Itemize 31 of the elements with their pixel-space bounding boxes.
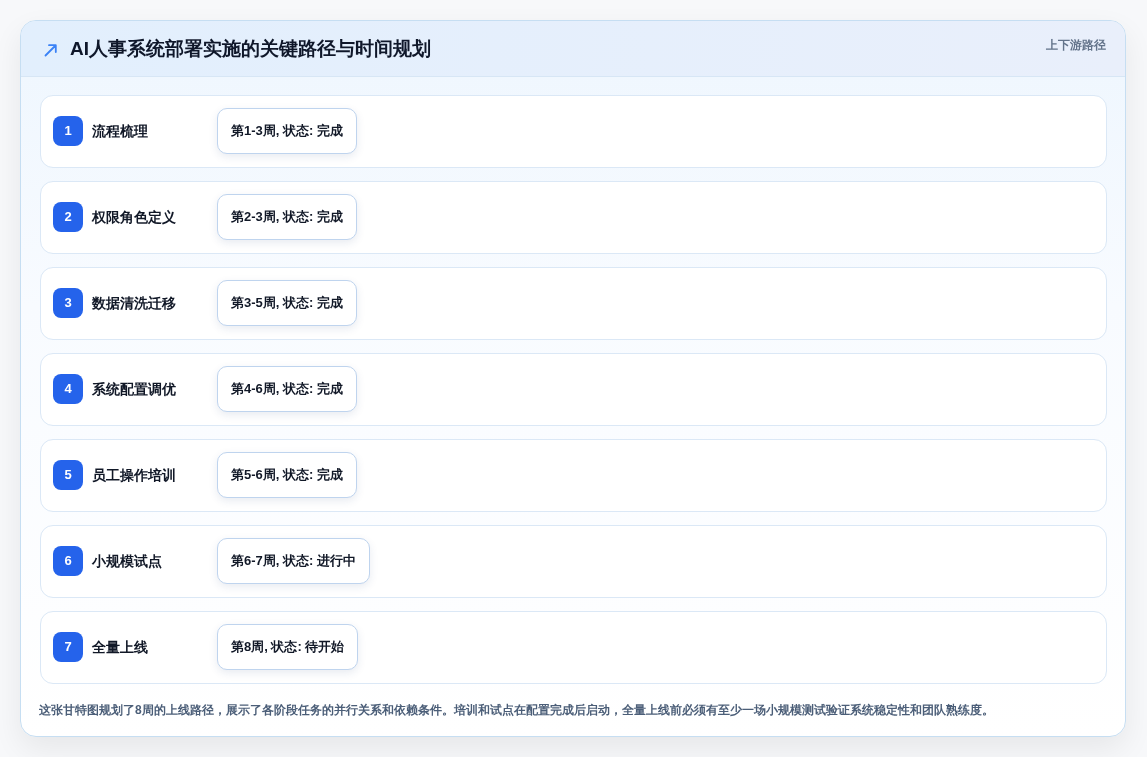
- step-name: 系统配置调优: [92, 380, 176, 399]
- step-name: 全量上线: [92, 638, 148, 657]
- number-badge: 7: [53, 632, 83, 662]
- step-row: [40, 525, 1107, 598]
- schedule-tag: 第4-6周, 状态: 完成: [217, 366, 357, 412]
- schedule-tag: 第6-7周, 状态: 进行中: [217, 538, 370, 584]
- number-badge: 2: [53, 202, 83, 232]
- number-badge: 6: [53, 546, 83, 576]
- schedule-tag: 第2-3周, 状态: 完成: [217, 194, 357, 240]
- schedule-tag: 第3-5周, 状态: 完成: [217, 280, 357, 326]
- step-row: [40, 353, 1107, 426]
- step-name: 小规模试点: [92, 552, 162, 571]
- number-badge: 5: [53, 460, 83, 490]
- schedule-tag: 第1-3周, 状态: 完成: [217, 108, 357, 154]
- step-row: [40, 181, 1107, 254]
- header-note: 上下游路径: [1046, 37, 1106, 54]
- step-row: [40, 611, 1107, 684]
- schedule-tag: 第5-6周, 状态: 完成: [217, 452, 357, 498]
- step-row: [40, 267, 1107, 340]
- number-badge: 3: [53, 288, 83, 318]
- title: AI人事系统部署实施的关键路径与时间规划: [70, 37, 431, 61]
- schedule-tag: 第8周, 状态: 待开始: [217, 624, 359, 670]
- caption: 这张甘特图规划了8周的上线路径，展示了各阶段任务的并行关系和依赖条件。培训和试点在配置完成后启动，全量上线前必须有至少一场小规模测试验证系统稳定性和团队熟练度。: [39, 702, 995, 719]
- step-row: [40, 95, 1107, 168]
- step-name: 权限角色定义: [92, 208, 176, 227]
- step-name: 数据清洗迁移: [92, 294, 176, 313]
- step-row: [40, 439, 1107, 512]
- step-name: 员工操作培训: [92, 466, 176, 485]
- number-badge: 1: [53, 116, 83, 146]
- number-badge: 4: [53, 374, 83, 404]
- step-name: 流程梳理: [92, 122, 148, 141]
